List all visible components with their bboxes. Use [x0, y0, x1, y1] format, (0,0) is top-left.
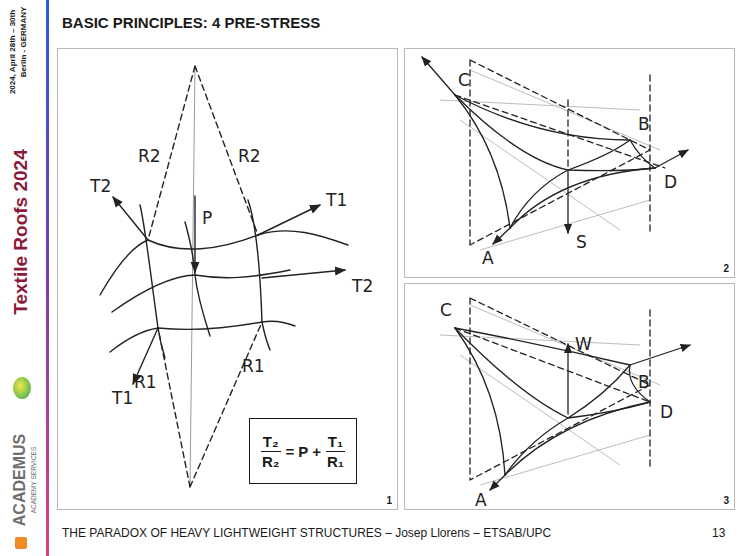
denominator: R₁	[325, 452, 346, 470]
numerator: T₂	[261, 433, 281, 452]
force-label: T2	[90, 176, 111, 196]
load-label: P	[202, 208, 212, 228]
slide-title: BASIC PRINCIPLES: 4 PRE-STRESS	[62, 14, 320, 31]
corner-label: C	[458, 70, 470, 90]
figure-panel: 1T₂R₂= P +T₁R₁	[57, 48, 398, 510]
footer-text: THE PARADOX OF HEAVY LIGHTWEIGHT STRUCTU…	[62, 526, 551, 540]
page-number: 13	[712, 526, 725, 540]
event-name: Textile Roofs 2024	[11, 149, 30, 314]
formula-box: T₂R₂= P +T₁R₁	[249, 418, 357, 484]
radius-label: R2	[238, 146, 261, 166]
fraction: T₁R₁	[325, 433, 346, 470]
corner-label: D	[664, 172, 677, 192]
corner-label: D	[660, 402, 673, 422]
force-label: T1	[326, 190, 347, 210]
corner-label: B	[638, 114, 650, 134]
radius-label: R2	[138, 146, 161, 166]
numerator: T₁	[326, 433, 345, 452]
corner-label: A	[482, 248, 494, 268]
figure-panel: 2	[404, 48, 735, 278]
denominator: R₂	[260, 452, 282, 470]
load-label: S	[576, 232, 587, 252]
logo-subtitle: ACADEMY SERVICES	[31, 447, 38, 514]
panel-number: 2	[723, 263, 729, 274]
load-label: W	[575, 334, 592, 354]
corner-label: C	[440, 300, 452, 320]
corner-label: B	[638, 372, 650, 392]
force-label: T1	[112, 388, 133, 408]
formula-operator: = P +	[285, 443, 321, 460]
radius-label: R1	[242, 356, 265, 376]
figure-panel: 3	[404, 283, 735, 510]
event-date: 2024, April 28th – 30th	[9, 10, 17, 94]
force-label: T2	[352, 276, 373, 296]
radius-label: R1	[134, 372, 157, 392]
logo-name: ACADEMUS	[12, 434, 28, 526]
fraction: T₂R₂	[260, 433, 282, 470]
formula-row: T₂R₂= P +T₁R₁	[260, 433, 346, 470]
event-place: Berlin - GERMANY	[20, 7, 28, 78]
corner-label: A	[475, 490, 487, 510]
panel-number: 1	[386, 495, 392, 506]
panel-number: 3	[723, 495, 729, 506]
